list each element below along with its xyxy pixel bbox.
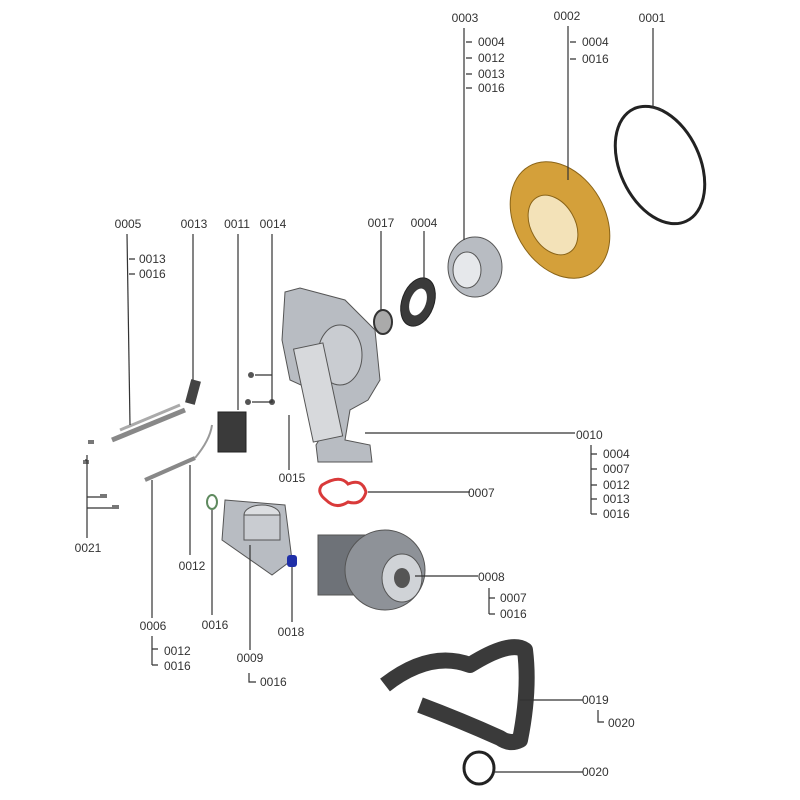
sub-label-0002-0004: 0004 xyxy=(582,35,609,49)
part-0016-o-ring xyxy=(206,494,218,510)
sub-label-0010-0007: 0007 xyxy=(603,462,630,476)
label-0018: 0018 xyxy=(278,625,305,639)
sub-label-0003-0016: 0016 xyxy=(478,81,505,95)
sub-label-0006-0016: 0016 xyxy=(164,659,191,673)
part-0018-blue-seal xyxy=(287,555,297,567)
label-0004: 0004 xyxy=(411,216,438,230)
sub-label-0019-0020: 0020 xyxy=(608,716,635,730)
sub-label-0010-0012: 0012 xyxy=(603,478,630,492)
label-0005: 0005 xyxy=(115,217,142,231)
label-0003: 0003 xyxy=(452,11,479,25)
label-0020: 0020 xyxy=(582,765,609,779)
label-0019: 0019 xyxy=(582,693,609,707)
part-0006-electrode xyxy=(144,424,213,482)
label-0002: 0002 xyxy=(554,9,581,23)
part-0009-gas-valve xyxy=(221,499,293,576)
part-0003-burner-head xyxy=(447,236,503,298)
label-0011: 0011 xyxy=(224,217,250,231)
sub-label-0006-0012: 0012 xyxy=(164,644,191,658)
label-0013: 0013 xyxy=(181,217,208,231)
label-0015: 0015 xyxy=(279,471,306,485)
sub-label-0008-0007: 0007 xyxy=(500,591,527,605)
sub-label-0010-0013: 0013 xyxy=(603,492,630,506)
sub-label-0005-0016: 0016 xyxy=(139,267,166,281)
sub-label-0003-0004: 0004 xyxy=(478,35,505,49)
part-0013-gasket xyxy=(185,379,201,405)
part-0020-ring xyxy=(462,750,496,786)
part-0017-ring xyxy=(373,309,393,335)
part-0005-electrode xyxy=(111,403,186,443)
part-0011-ignition-unit xyxy=(217,411,247,453)
label-0001: 0001 xyxy=(639,11,666,25)
leader-lines xyxy=(85,26,663,773)
part-0007-red-gasket xyxy=(318,477,368,507)
sub-label-0008-0016: 0016 xyxy=(500,607,527,621)
label-0008: 0008 xyxy=(478,570,505,584)
part-0010-burner-housing xyxy=(281,287,381,463)
label-0021: 0021 xyxy=(75,541,102,555)
sub-label-0010-0004: 0004 xyxy=(603,447,630,461)
part-0021-screws xyxy=(83,440,119,509)
label-0017: 0017 xyxy=(368,216,395,230)
sub-label-0003-0012: 0012 xyxy=(478,51,505,65)
label-0016: 0016 xyxy=(202,618,229,632)
label-0014: 0014 xyxy=(260,217,287,231)
part-0001-ring xyxy=(613,104,707,226)
label-0012: 0012 xyxy=(179,559,206,573)
part-0002-gold-ring xyxy=(509,161,611,279)
label-0006: 0006 xyxy=(140,619,167,633)
label-0007: 0007 xyxy=(468,486,495,500)
part-0014-screws xyxy=(245,372,275,405)
sub-label-0002-0016: 0016 xyxy=(582,52,609,66)
label-0009: 0009 xyxy=(237,651,264,665)
sub-label-0010-0016: 0016 xyxy=(603,507,630,521)
part-0019-hose xyxy=(380,639,535,751)
sub-label-0009-0016: 0016 xyxy=(260,675,287,689)
sub-label-0005-0013: 0013 xyxy=(139,252,166,266)
part-0008-fan xyxy=(317,529,426,611)
sub-label-0003-0013: 0013 xyxy=(478,67,505,81)
label-0010: 0010 xyxy=(576,428,603,442)
